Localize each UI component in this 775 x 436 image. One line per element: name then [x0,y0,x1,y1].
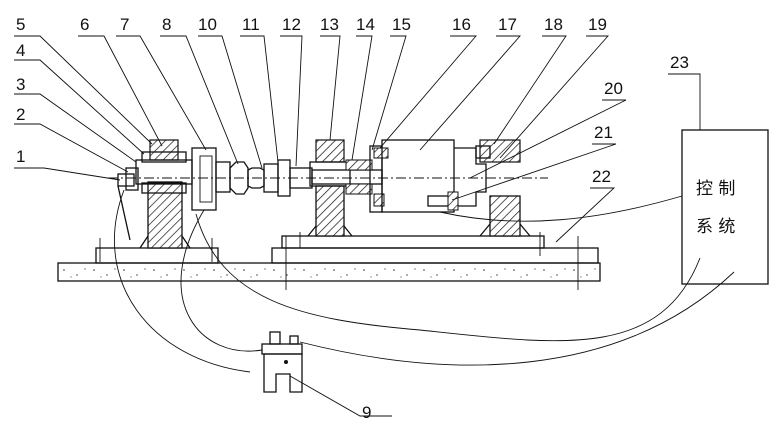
control-box-line1: 控 制 [696,179,735,199]
label-22: 22 [592,167,611,186]
control-box-line2: 系 统 [696,217,735,237]
label-18: 18 [544,15,563,34]
label-11: 11 [242,15,260,34]
label-20: 20 [604,79,623,98]
label-2: 2 [16,105,25,124]
label-13: 13 [320,15,339,34]
cable-left [114,189,251,373]
leader-lines [14,35,701,417]
label-7: 7 [120,15,129,34]
label-5: 5 [16,15,25,34]
label-3: 3 [16,75,25,94]
test-housing [381,139,455,213]
left-pedestal [147,181,183,249]
label-16: 16 [452,15,471,34]
left-bearing-top [149,139,179,161]
ground-slab [57,262,601,282]
label-6: 6 [80,15,89,34]
label-9: 9 [362,403,371,422]
label-17: 17 [498,15,517,34]
label-15: 15 [392,15,411,34]
right-pedestal [489,195,521,237]
middle-pedestal [315,185,345,237]
left-base-plate [95,247,219,264]
label-23: 23 [670,53,689,72]
label-19: 19 [588,15,607,34]
label-10: 10 [198,15,217,34]
label-21: 21 [594,123,613,142]
label-1: 1 [16,147,25,166]
main-shaft [311,169,383,185]
middle-bearing-top [315,139,345,163]
label-14: 14 [356,15,375,34]
right-bearing-top [479,139,521,163]
label-8: 8 [162,15,171,34]
control-system-box [681,129,769,285]
label-4: 4 [16,41,25,60]
right-base-plate [271,247,599,264]
hydraulic-unit-base [263,353,303,393]
hydraulic-unit-top [261,343,303,355]
label-12: 12 [282,15,301,34]
